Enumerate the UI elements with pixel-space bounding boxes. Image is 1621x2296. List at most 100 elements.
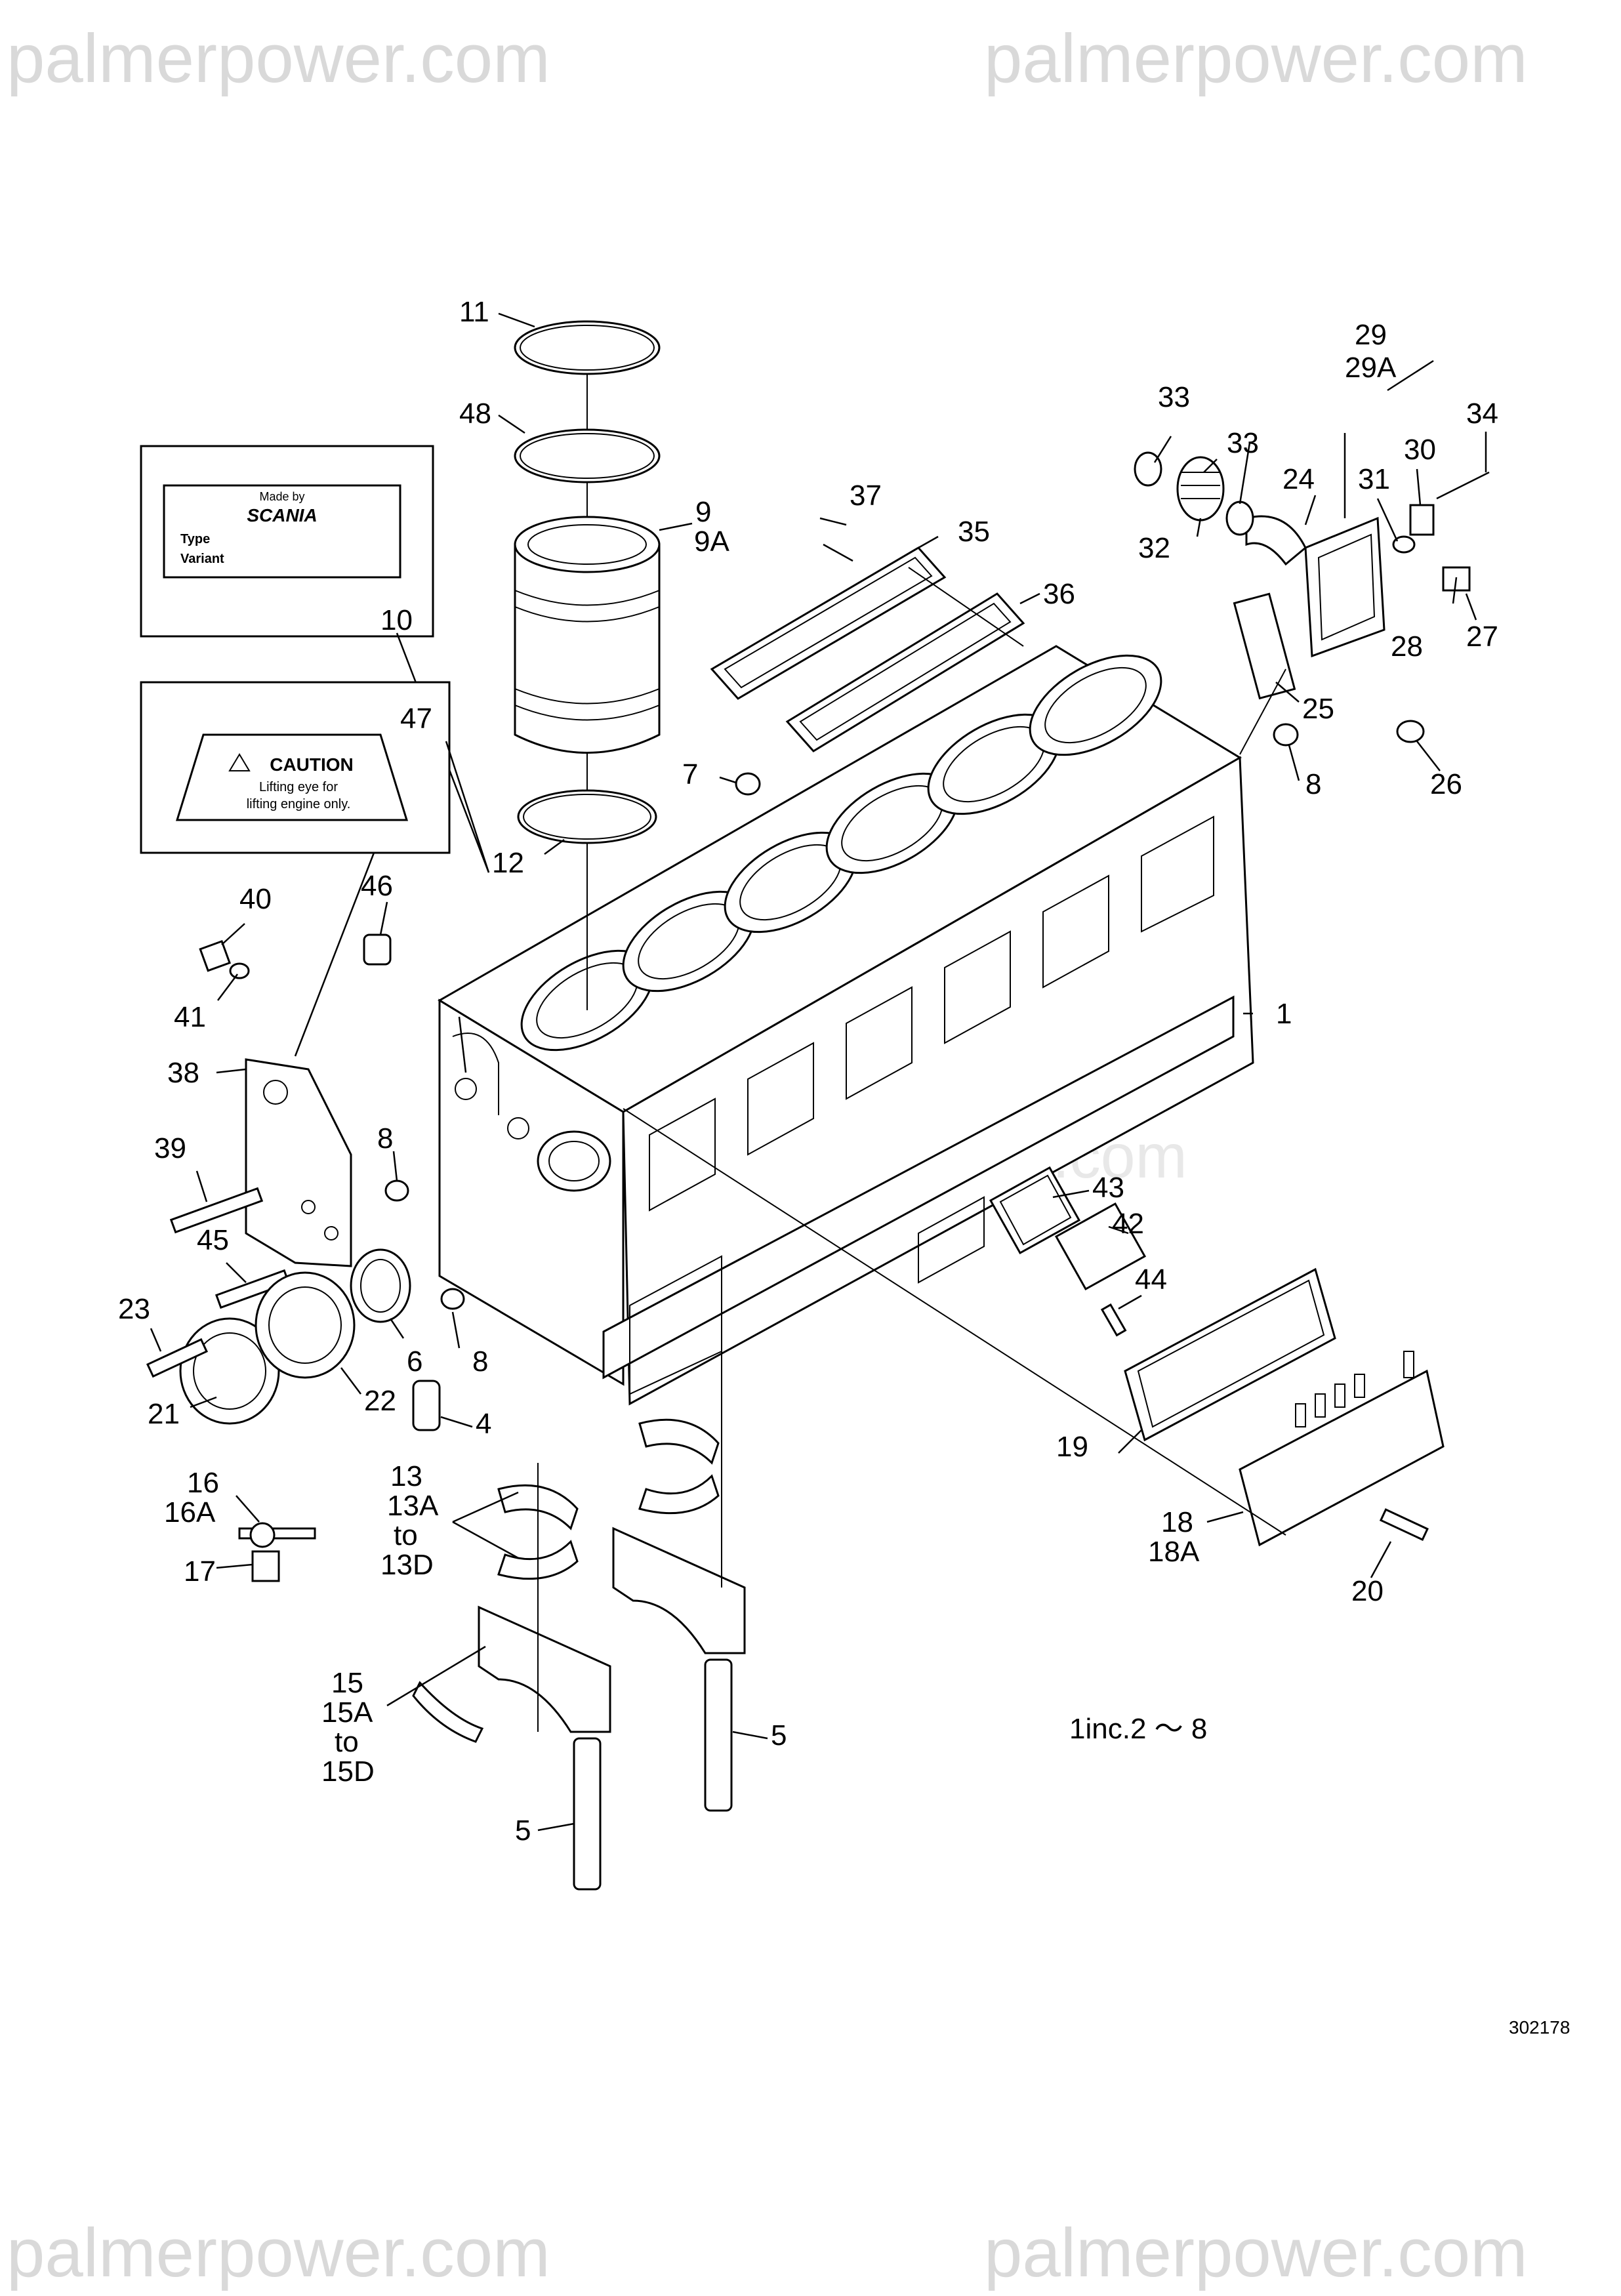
caution-heading: CAUTION [270, 754, 354, 775]
callout-16: 16 [187, 1467, 219, 1499]
callout-10: 10 [380, 604, 413, 636]
callout-23: 23 [118, 1293, 150, 1325]
callout-9: 9 [695, 496, 711, 528]
cover-42 [1054, 1202, 1147, 1291]
callout-24: 24 [1282, 463, 1315, 495]
callout-31: 31 [1358, 463, 1390, 495]
main-bearing-bolt-5b [704, 1658, 733, 1812]
decal-made-by: Made by [259, 490, 304, 503]
spring-32 [1176, 456, 1225, 522]
watermark-top-left: palmerpower.com [7, 20, 550, 97]
decal-scania-logo: SCANIA [247, 505, 317, 525]
thermostat-housing [1134, 359, 1490, 747]
bolt-39 [169, 1187, 264, 1234]
caution-line2: lifting engine only. [247, 797, 351, 811]
decal-variant-label: Variant [180, 552, 224, 566]
main-bearing-cap-right [612, 1527, 746, 1654]
watermark-bottom-left: palmerpower.com [7, 2215, 550, 2291]
callout-4: 4 [476, 1408, 491, 1440]
bearing-bush-6 [350, 1248, 411, 1323]
gasket-25 [1233, 592, 1296, 700]
callout-45: 45 [197, 1224, 229, 1256]
thrust-washer-15 [412, 1681, 484, 1743]
seal-ring-12 [517, 789, 657, 844]
gasket-35 [710, 546, 947, 700]
callout-11: 11 [459, 296, 489, 328]
plug-7 [735, 772, 761, 796]
seal-ring-48 [514, 428, 661, 483]
callout-34: 34 [1466, 398, 1498, 430]
callout-labels: 1 4 5 5 6 7 8 8 8 9 9A 10 11 12 13 13A t… [118, 296, 1498, 1847]
callout-8-right: 8 [1305, 768, 1321, 800]
callout-13: 13 [390, 1460, 422, 1492]
callout-46: 46 [361, 870, 393, 902]
callout-18: 18 [1161, 1506, 1193, 1538]
callout-29: 29 [1355, 319, 1387, 351]
callout-18A: 18A [1148, 1536, 1200, 1568]
housing-24 [1304, 516, 1385, 658]
decal-type-label: Type [180, 532, 210, 546]
callout-19: 19 [1056, 1431, 1088, 1463]
callout-17: 17 [184, 1555, 216, 1588]
callout-47: 47 [400, 703, 432, 735]
drawing-number: 302178 [1509, 2017, 1570, 2038]
plug-8b [384, 1179, 409, 1202]
callout-15A: 15A [321, 1696, 373, 1729]
front-cover-21 [179, 1317, 280, 1425]
callout-36: 36 [1043, 578, 1075, 610]
callout-27: 27 [1466, 621, 1498, 653]
callout-26: 26 [1430, 768, 1462, 800]
callout-28: 28 [1391, 630, 1423, 663]
plug-26 [1396, 720, 1425, 743]
cylinder-liner-9 [514, 516, 661, 754]
caution-line1: Lifting eye for [259, 780, 338, 794]
callout-22: 22 [364, 1385, 396, 1417]
liner-stack [514, 320, 661, 1010]
seal-ring-11 [514, 320, 661, 375]
rocker-cover-gaskets [710, 543, 1025, 752]
bolt-27 [1442, 566, 1471, 592]
bolt-17 [251, 1550, 280, 1582]
callout-21: 21 [148, 1398, 180, 1430]
cylinder-bores [520, 654, 1162, 1052]
callout-15-to: to [335, 1726, 359, 1758]
callout-16A: 16A [164, 1496, 216, 1528]
callout-33-left: 33 [1158, 381, 1190, 413]
lifting-bracket-38 [245, 1058, 352, 1267]
bolt-40 [199, 939, 231, 972]
warning-triangle-icon [228, 753, 251, 771]
callout-41: 41 [174, 1001, 206, 1033]
callout-25: 25 [1302, 693, 1334, 725]
callout-38: 38 [167, 1057, 199, 1089]
gasket-19 [1124, 1267, 1336, 1442]
callout-44: 44 [1135, 1263, 1167, 1296]
assembly-note: 1inc.2 ～ 8 [1069, 1713, 1207, 1745]
watermark-top-right: palmerpower.com [984, 20, 1528, 97]
dowel-4 [412, 1380, 441, 1431]
cylinder-block [438, 645, 1254, 1406]
callout-15: 15 [331, 1667, 363, 1699]
callout-20: 20 [1351, 1575, 1384, 1607]
callout-13A: 13A [387, 1490, 439, 1522]
bolt-23 [146, 1338, 209, 1378]
callout-32: 32 [1138, 532, 1170, 564]
oil-nozzle-16 [238, 1522, 316, 1548]
gasket-43 [989, 1166, 1081, 1255]
callout-5-right: 5 [771, 1719, 787, 1752]
callout-39: 39 [154, 1132, 186, 1164]
callout-48: 48 [459, 398, 491, 430]
callout-5-left: 5 [515, 1814, 531, 1847]
callout-30: 30 [1404, 434, 1436, 466]
gasket-46 [363, 933, 392, 966]
caution-decal-47: CAUTION Lifting eye for lifting engine o… [140, 681, 451, 854]
gasket-36 [785, 592, 1025, 752]
callout-13-to: to [394, 1519, 418, 1551]
callout-43: 43 [1092, 1172, 1124, 1204]
main-bearing-cap-left [478, 1605, 611, 1733]
callout-40: 40 [239, 883, 272, 915]
bolt-44 [1100, 1303, 1127, 1337]
plug-8c [440, 1288, 465, 1310]
callout-8-left: 8 [377, 1122, 393, 1155]
washer-41 [229, 962, 250, 979]
